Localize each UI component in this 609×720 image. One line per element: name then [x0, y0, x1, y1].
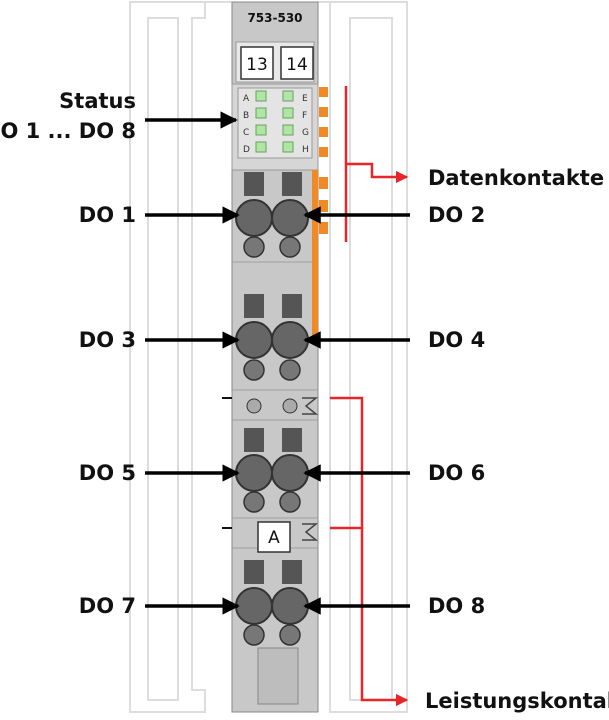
connector-group-1 — [235, 172, 309, 258]
do1-label: DO 1 — [79, 203, 136, 227]
part-number: 753-530 — [247, 11, 302, 25]
led-f — [282, 107, 294, 119]
power-contact-clips — [302, 397, 319, 541]
led-letter-f: F — [302, 111, 307, 121]
led-c — [255, 124, 267, 136]
led-d — [255, 141, 267, 153]
do3-label: DO 3 — [79, 328, 136, 352]
marker-a-box — [257, 521, 291, 553]
led-g — [282, 124, 294, 136]
marker-a-label: A — [268, 528, 280, 548]
terminal-13-label: 13 — [246, 55, 268, 75]
led-letter-d: D — [243, 145, 250, 155]
do5-label: DO 5 — [79, 461, 136, 485]
status-label: Status — [59, 89, 136, 113]
connector-group-3 — [235, 428, 309, 513]
led-e — [282, 90, 294, 102]
terminal-14-label: 14 — [286, 55, 308, 75]
led-b — [255, 107, 267, 119]
connector-group-4 — [235, 560, 309, 646]
led-letter-e: E — [302, 94, 308, 104]
led-letter-c: C — [243, 128, 249, 138]
power-contacts-bracket — [330, 396, 409, 707]
led-h — [282, 141, 294, 153]
terminal-markers: 13 14 — [240, 46, 314, 80]
led-a — [255, 90, 267, 102]
status-range-label: DO 1 ... DO 8 — [0, 119, 136, 143]
pointer-arrows — [145, 111, 410, 615]
data-contacts — [312, 87, 328, 340]
power-contacts-label: Leistungskontakte — [425, 689, 609, 713]
connector-group-2 — [235, 294, 309, 414]
data-contacts-label: Datenkontakte — [428, 166, 604, 190]
data-contacts-bracket — [344, 86, 409, 242]
do4-label: DO 4 — [428, 328, 485, 352]
led-letter-h: H — [302, 145, 309, 155]
do8-label: DO 8 — [428, 594, 485, 618]
do2-label: DO 2 — [428, 203, 485, 227]
do7-label: DO 7 — [79, 594, 136, 618]
led-panel: A B C D E F G H — [237, 87, 313, 159]
led-letter-b: B — [243, 111, 249, 121]
led-letter-g: G — [302, 128, 309, 138]
led-letter-a: A — [243, 94, 250, 104]
do6-label: DO 6 — [428, 461, 485, 485]
